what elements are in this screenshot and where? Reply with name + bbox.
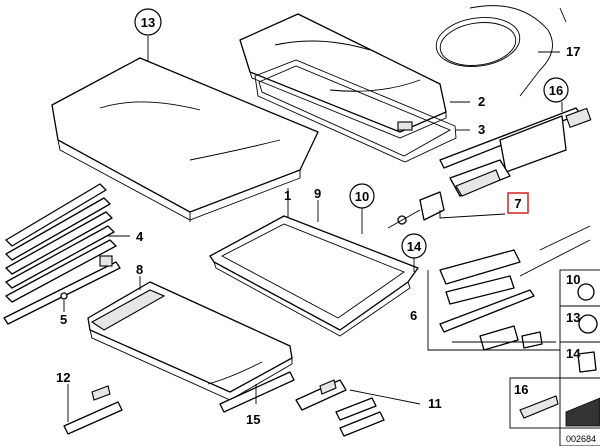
part-5-bracket (3, 255, 121, 325)
part-7-drive-assembly (387, 159, 511, 229)
callouts: 13 2 3 17 16 1 9 10 7 14 4 5 8 6 12 15 1… (56, 8, 580, 427)
part-4-wind-deflector (5, 183, 117, 303)
callout-3: 3 (478, 122, 485, 137)
part-11-slides (295, 379, 421, 437)
callout-7-highlight (507, 192, 529, 214)
part-12-clip (63, 385, 123, 435)
callout-2: 2 (478, 94, 485, 109)
callout-9: 9 (314, 186, 321, 201)
callout-14: 14 (407, 239, 422, 254)
legend-label-10: 10 (566, 272, 580, 287)
callout-4: 4 (136, 229, 144, 244)
callout-12: 12 (56, 370, 70, 385)
callout-circle-16 (543, 77, 569, 103)
part-8-sunshade (87, 281, 293, 401)
part-2-cover (239, 13, 447, 139)
callout-13: 13 (141, 15, 155, 30)
callout-11: 11 (428, 396, 442, 411)
callout-6: 6 (410, 308, 417, 323)
callout-17: 17 (566, 44, 580, 59)
part-16-guide-rail (439, 107, 592, 173)
callout-circle-14 (401, 233, 427, 259)
callout-16: 16 (549, 83, 563, 98)
callout-15: 15 (246, 412, 260, 427)
part-3-seal (254, 59, 457, 163)
callout-circle-13 (134, 8, 162, 36)
legend-panel: 10 13 14 16 002684 (509, 269, 600, 446)
image-number: 002684 (566, 434, 596, 444)
callout-5: 5 (60, 312, 67, 327)
callout-10: 10 (355, 189, 369, 204)
part-15-strip (219, 371, 295, 413)
part-9-sunshade-frame (209, 215, 419, 337)
callout-8: 8 (136, 262, 143, 277)
part-17-cable (435, 5, 567, 97)
leader-lines (63, 36, 563, 422)
legend-label-16: 16 (514, 382, 528, 397)
legend-label-13: 13 (566, 310, 580, 325)
callout-7: 7 (514, 196, 521, 211)
part-6-linkage (427, 225, 591, 351)
legend-label-14: 14 (566, 346, 581, 361)
callout-circle-10 (349, 183, 375, 209)
callout-1: 1 (284, 188, 291, 203)
